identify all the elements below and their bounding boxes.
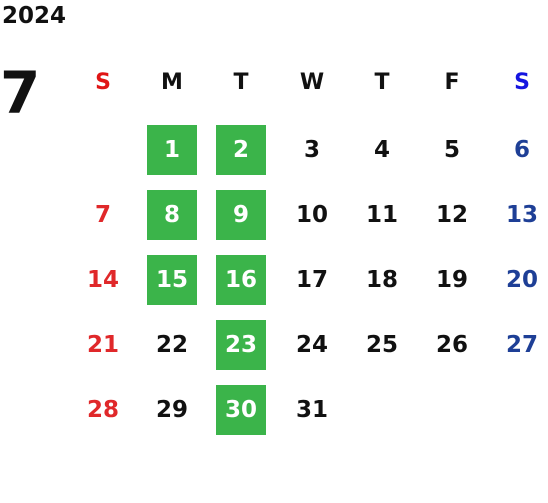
year-label: 2024 [2,3,67,29]
day-cell[interactable]: 29 [155,397,188,423]
day-cell[interactable]: 18 [365,267,398,293]
day-cell[interactable]: 14 [86,267,119,293]
day-cell[interactable]: 28 [86,397,119,423]
weekday-header-fri: F [444,69,460,95]
day-cell[interactable]: 6 [513,137,530,163]
day-cell[interactable]: 24 [295,332,328,358]
day-cell-highlighted[interactable]: 23 [216,320,266,370]
day-cell[interactable]: 21 [86,332,119,358]
month-number: 7 [0,59,41,127]
day-cell-highlighted[interactable]: 9 [216,190,266,240]
day-cell[interactable]: 27 [505,332,538,358]
day-cell[interactable]: 25 [365,332,398,358]
day-cell-highlighted[interactable]: 30 [216,385,266,435]
day-cell[interactable]: 31 [295,397,328,423]
day-cell-highlighted[interactable]: 8 [147,190,197,240]
day-cell[interactable]: 12 [435,202,468,228]
day-cell-highlighted[interactable]: 16 [216,255,266,305]
day-cell-highlighted[interactable]: 15 [147,255,197,305]
day-cell-highlighted[interactable]: 2 [216,125,266,175]
weekday-header-wed: W [299,69,325,95]
weekday-header-mon: M [161,69,183,95]
weekday-header-sun: S [95,69,111,95]
day-cell[interactable]: 20 [505,267,538,293]
day-cell[interactable]: 26 [435,332,468,358]
weekday-header-tue: T [233,69,249,95]
day-cell-highlighted[interactable]: 1 [147,125,197,175]
day-cell[interactable]: 3 [303,137,320,163]
day-cell[interactable]: 11 [365,202,398,228]
weekday-header-sat: S [514,69,530,95]
day-cell[interactable]: 5 [443,137,460,163]
day-cell[interactable]: 17 [295,267,328,293]
weekday-header-thu: T [374,69,390,95]
day-cell[interactable]: 13 [505,202,538,228]
day-cell[interactable]: 19 [435,267,468,293]
day-cell[interactable]: 7 [94,202,111,228]
day-cell[interactable]: 22 [155,332,188,358]
day-cell[interactable]: 4 [373,137,390,163]
day-cell[interactable]: 10 [295,202,328,228]
